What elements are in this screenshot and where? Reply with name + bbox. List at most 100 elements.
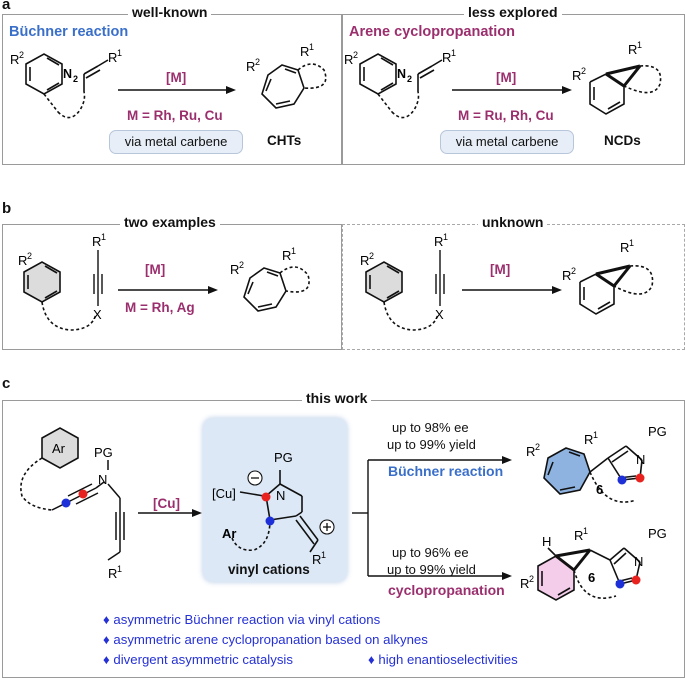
svg-text:R: R — [300, 44, 309, 59]
a-right-diazo-substrate — [359, 53, 443, 119]
svg-text:N: N — [276, 488, 285, 503]
svg-text:R: R — [628, 42, 637, 57]
a-left-catalyst: [M] — [166, 70, 187, 85]
svg-text:N: N — [634, 554, 643, 569]
b-left-metals: M = Rh, Ag — [125, 300, 195, 315]
svg-text:[Cu]: [Cu] — [212, 486, 236, 501]
a-right-metals: M = Ru, Rh, Cu — [458, 108, 554, 123]
panel-a-structures: R 2 N 2 R 1 R 2 R 1 R 2 N 2 R 1 R — [10, 40, 662, 119]
svg-text:2: 2 — [353, 50, 358, 60]
svg-text:2: 2 — [535, 442, 540, 452]
vinyl-cations-label: vinyl cations — [228, 562, 310, 577]
a-left-via-pill: via metal carbene — [109, 130, 243, 154]
svg-text:1: 1 — [309, 42, 314, 52]
svg-text:N: N — [63, 67, 72, 81]
svg-text:R: R — [572, 68, 581, 83]
svg-text:PG: PG — [648, 424, 667, 439]
b-cht-product — [243, 266, 310, 312]
svg-text:PG: PG — [648, 526, 667, 541]
bullet-4: ♦ high enantioselectivities — [368, 652, 518, 667]
svg-text:2: 2 — [239, 260, 244, 270]
svg-text:N: N — [397, 67, 406, 81]
b-right-catalyst: [M] — [490, 262, 511, 277]
svg-text:2: 2 — [27, 251, 32, 261]
svg-text:1: 1 — [637, 40, 642, 50]
bullet-3: ♦ divergent asymmetric catalysis — [103, 652, 293, 667]
svg-text:R: R — [562, 268, 571, 283]
svg-text:PG: PG — [274, 450, 293, 465]
a-left-diazo-substrate — [25, 53, 109, 119]
panel-a-letter: a — [2, 0, 11, 13]
svg-text:1: 1 — [583, 526, 588, 536]
svg-text:2: 2 — [255, 57, 260, 67]
bottom-cyclopropanation-label: cyclopropanation — [388, 582, 505, 598]
panel-c-structures: Ar PG N R 1 PG N [Cu] Ar R 1 — [20, 424, 667, 601]
a-left-product-label: CHTs — [267, 133, 302, 148]
svg-text:R: R — [520, 576, 529, 591]
svg-text:X: X — [93, 307, 102, 322]
arene-cyclopropanation-title: Arene cyclopropanation — [349, 24, 515, 40]
top-ee: up to 98% ee — [392, 420, 469, 435]
vinyl-cation-intermediate — [231, 470, 319, 553]
buchner-title: Büchner reaction — [9, 24, 129, 40]
bullet-1: ♦ asymmetric Büchner reaction via vinyl … — [103, 612, 381, 627]
panel-b-left-header: two examples — [120, 214, 220, 230]
svg-text:1: 1 — [443, 232, 448, 242]
svg-text:PG: PG — [94, 445, 113, 460]
b-left-substrate — [23, 250, 103, 331]
svg-text:1: 1 — [593, 430, 598, 440]
svg-text:R: R — [584, 432, 593, 447]
svg-text:R: R — [620, 240, 629, 255]
c-buchner-product — [543, 445, 645, 503]
svg-text:R: R — [18, 253, 27, 268]
svg-text:R: R — [108, 566, 117, 581]
svg-text:R: R — [526, 444, 535, 459]
vinyl-cation-box — [203, 418, 347, 582]
a-right-catalyst: [M] — [496, 70, 517, 85]
svg-text:2: 2 — [581, 66, 586, 76]
svg-text:1: 1 — [291, 246, 296, 256]
svg-text:1: 1 — [451, 48, 456, 58]
bullet-2: ♦ asymmetric arene cyclopropanation base… — [103, 632, 428, 647]
b-ncd-product — [579, 264, 654, 315]
svg-text:Ar: Ar — [52, 441, 66, 456]
svg-text:R: R — [312, 552, 321, 567]
top-buchner-label: Büchner reaction — [388, 463, 504, 479]
panel-a-right-header: less explored — [464, 4, 562, 20]
svg-text:1: 1 — [117, 564, 122, 574]
svg-text:X: X — [435, 307, 444, 322]
b-left-catalyst: [M] — [145, 262, 166, 277]
svg-text:N: N — [98, 472, 107, 487]
svg-text:R: R — [108, 50, 117, 65]
svg-text:2: 2 — [571, 266, 576, 276]
svg-text:2: 2 — [529, 574, 534, 584]
svg-text:1: 1 — [101, 232, 106, 242]
svg-text:1: 1 — [117, 48, 122, 58]
cht-product — [261, 63, 327, 109]
bottom-ee: up to 96% ee — [392, 545, 469, 560]
panel-b-letter: b — [2, 200, 12, 217]
a-right-via-pill: via metal carbene — [440, 130, 574, 154]
panel-b-structures: R 2 R 1 X R 2 R 1 R 2 R 1 X R 2 — [18, 232, 654, 331]
svg-text:2: 2 — [73, 74, 78, 84]
panel-c-header: this work — [302, 390, 372, 406]
a-left-r2: R — [10, 52, 19, 67]
panel-b-right-header: unknown — [478, 214, 548, 230]
svg-text:R: R — [442, 50, 451, 65]
svg-text:6: 6 — [588, 570, 595, 585]
svg-text:H: H — [542, 534, 551, 549]
ncd-product — [589, 64, 662, 115]
svg-text:R: R — [92, 234, 101, 249]
svg-text:R: R — [434, 234, 443, 249]
svg-text:R: R — [282, 248, 291, 263]
panel-c-letter: c — [2, 375, 11, 392]
c-substrate — [20, 427, 125, 561]
svg-text:R: R — [344, 52, 353, 67]
svg-text:1: 1 — [629, 238, 634, 248]
svg-text:1: 1 — [321, 550, 326, 560]
svg-text:6: 6 — [596, 482, 603, 497]
c-catalyst: [Cu] — [153, 496, 180, 511]
svg-text:R: R — [574, 528, 583, 543]
svg-text:2: 2 — [369, 251, 374, 261]
svg-text:2: 2 — [19, 50, 24, 60]
